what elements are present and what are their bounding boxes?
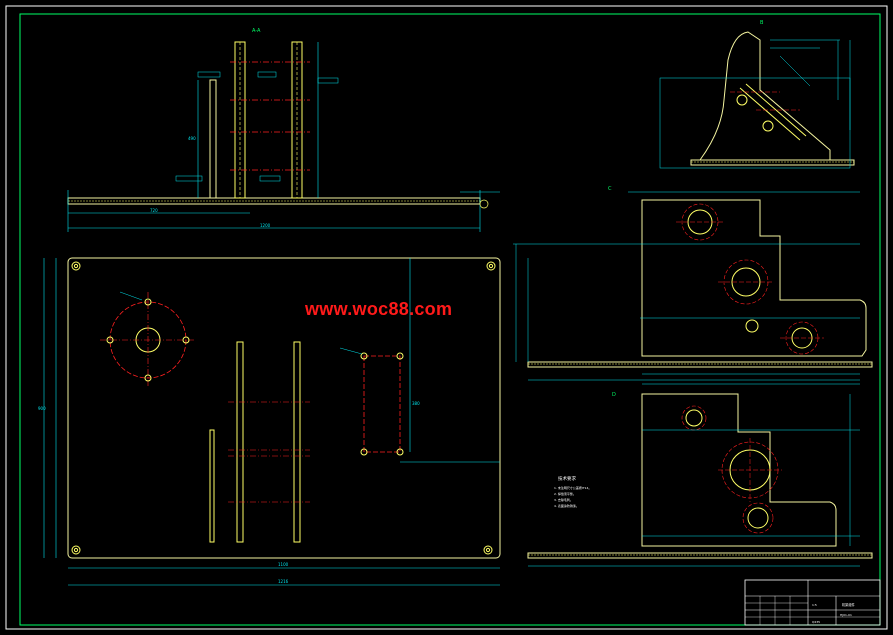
- dim-plate-total: 1216: [278, 579, 289, 584]
- plan-view: [43, 257, 501, 586]
- drawing-frame: [5, 5, 888, 630]
- elevation-view: [67, 41, 500, 232]
- title-scale: 1:5: [812, 603, 817, 607]
- title-drawing-name: 机架组件: [842, 602, 856, 607]
- title-material: Q235: [812, 620, 820, 624]
- dim-plate-width: 900: [38, 406, 46, 411]
- technical-notes: 技术要求 1. 未注明尺寸公差按IT14。 2. 焊缝须平整。 3. 去除毛刺。…: [554, 475, 591, 508]
- note-item: 1. 未注明尺寸公差按IT14。: [554, 485, 591, 490]
- dim-hole-span: 380: [412, 401, 420, 406]
- view-b: [659, 31, 855, 169]
- dim-stand-total: 1200: [260, 223, 271, 228]
- section-label-a: A-A: [252, 28, 261, 34]
- view-c: [513, 191, 873, 381]
- note-item: 3. 去除毛刺。: [554, 497, 573, 502]
- note-item: 4. 表面涂防锈漆。: [554, 503, 579, 508]
- view-label-b: B: [760, 20, 764, 26]
- notes-title: 技术要求: [558, 475, 576, 482]
- title-block: [744, 579, 881, 626]
- drawing-border: [19, 13, 881, 626]
- watermark-text: www.woc88.com: [305, 299, 453, 319]
- view-label-d: D: [612, 392, 616, 398]
- dim-stand-span: 720: [150, 208, 158, 213]
- title-drawing-number: HJ01-01: [840, 613, 852, 617]
- note-item: 2. 焊缝须平整。: [554, 491, 576, 496]
- dim-plate-inner: 1100: [278, 562, 289, 567]
- view-d: [527, 383, 873, 567]
- dim-stand-height: 490: [188, 136, 196, 141]
- view-label-c: C: [608, 186, 612, 192]
